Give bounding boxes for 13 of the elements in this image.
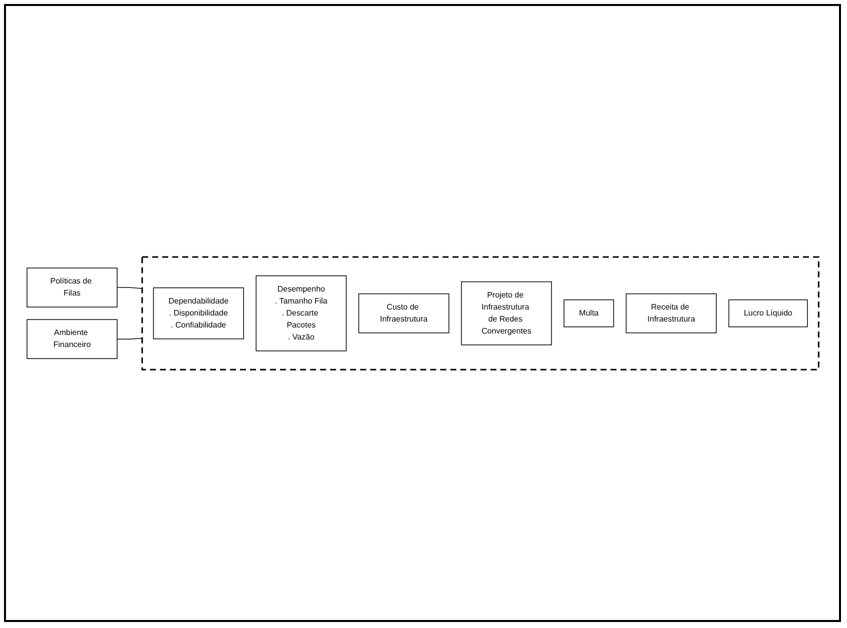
node-box — [26, 318, 118, 359]
node-box — [26, 267, 118, 308]
connector — [116, 338, 142, 340]
node-box — [625, 293, 716, 333]
node-box — [563, 299, 614, 327]
connector — [116, 286, 142, 288]
diagram-frame: Dependabilidade . Disponibilidade . Confiabilidade Desempenho . Tamanho Fila . Descarte Pacotes . Vazão Custo de Infraestrutura Projeto de Infraestrutura de Redes Convergentes Multa Receita de Infraestrutura Lucro Líquido Políticas de Filas Ambiente Financeiro — [4, 4, 841, 622]
node-box — [728, 299, 808, 327]
node-box — [255, 275, 346, 351]
node-box — [152, 287, 244, 339]
node-box — [358, 293, 449, 333]
node-box — [460, 281, 552, 345]
cluster — [141, 256, 820, 370]
